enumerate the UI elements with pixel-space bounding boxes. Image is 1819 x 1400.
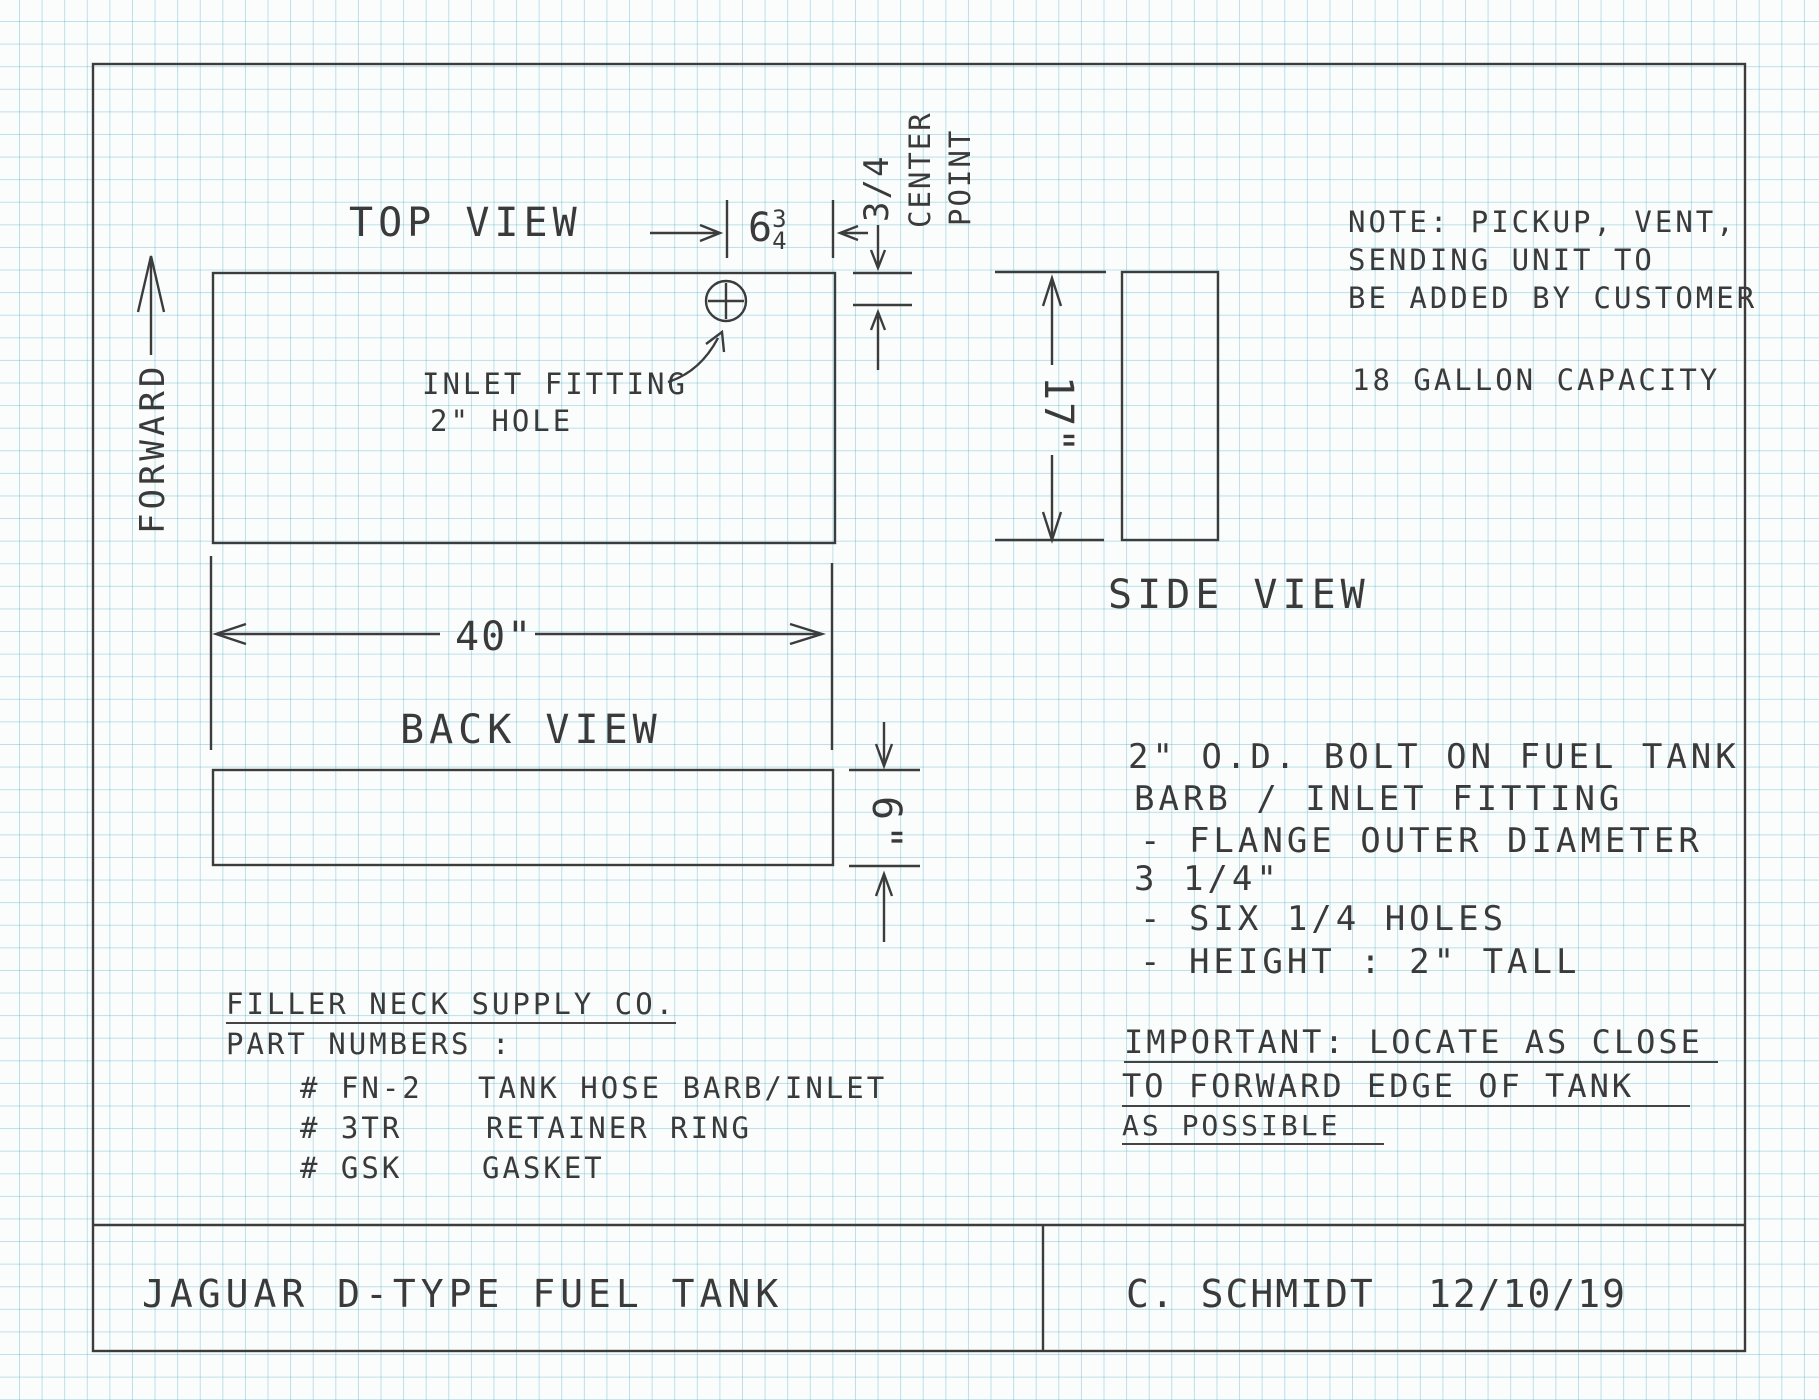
back-view-outline — [211, 768, 835, 867]
capacity-label: 18 GALLON CAPACITY — [1352, 363, 1721, 397]
part-desc-1: TANK HOSE BARB/INLET — [478, 1071, 888, 1105]
important-line3: AS POSSIBLE — [1122, 1112, 1384, 1145]
forward-label: FORWARD — [133, 362, 173, 534]
inlet-leader — [667, 337, 720, 384]
part-number-1: # FN-2 — [300, 1071, 423, 1105]
fitting-spec-line5: - SIX 1/4 HOLES — [1140, 899, 1508, 939]
forward-arrow-head — [136, 255, 166, 313]
side-offset-arrow-bottom-head — [869, 308, 887, 331]
side-offset-arrow-top-head — [869, 249, 887, 272]
side-offset-dimension: 3/4 — [857, 154, 897, 222]
hole-offset-frac-bot: 4 — [772, 227, 787, 255]
sheet-border — [91, 62, 1747, 1353]
fitting-spec-line3: - FLANGE OUTER DIAMETER — [1140, 821, 1703, 861]
length-dimension: 40" — [455, 614, 534, 660]
height-arrow-top-head — [874, 743, 894, 770]
drawing-date: 12/10/19 — [1428, 1272, 1628, 1316]
top-view-outline — [211, 271, 837, 545]
part-desc-3: GASKET — [482, 1151, 605, 1185]
center-point-label-1: CENTER — [903, 111, 937, 228]
side-view-outline — [1120, 270, 1220, 542]
fitting-spec-line2: BARB / INLET FITTING — [1134, 779, 1624, 819]
height-arrow-bottom-head — [874, 870, 894, 897]
note-line2: SENDING UNIT TO — [1348, 243, 1655, 277]
width-arrow-top-head — [1041, 274, 1063, 307]
length-arrow-right-head — [789, 622, 827, 646]
width-arrow-bottom-head — [1041, 511, 1063, 544]
inlet-label-line1: INLET FITTING — [422, 367, 688, 401]
inlet-label-line2: 2" HOLE — [430, 404, 574, 438]
offset-arrow-left-head — [699, 223, 724, 243]
offset-arrow-right-head — [836, 224, 859, 242]
part-desc-2: RETAINER RING — [486, 1111, 752, 1145]
width-dimension: 17" — [1035, 376, 1081, 455]
supplier-name: FILLER NECK SUPPLY CO. — [226, 990, 677, 1024]
part-numbers-header: PART NUMBERS : — [226, 1027, 513, 1061]
note-line1: NOTE: PICKUP, VENT, — [1348, 205, 1737, 239]
drawing-author: C. SCHMIDT — [1126, 1272, 1375, 1316]
fitting-spec-line1: 2" O.D. BOLT ON FUEL TANK — [1128, 737, 1740, 777]
back-view-label: BACK VIEW — [400, 707, 662, 753]
hole-offset-whole: 6 — [748, 205, 773, 251]
center-point-label-2: POINT — [943, 128, 977, 226]
inlet-leader-head — [705, 329, 726, 353]
inlet-hole-symbol — [704, 279, 748, 323]
part-number-2: # 3TR — [300, 1111, 403, 1145]
important-line2: TO FORWARD EDGE OF TANK — [1122, 1070, 1690, 1107]
hole-offset-frac-top: 3 — [772, 205, 787, 233]
side-view-label: SIDE VIEW — [1108, 572, 1370, 618]
top-view-label: TOP VIEW — [349, 200, 582, 246]
fitting-spec-line6: - HEIGHT : 2" TALL — [1140, 942, 1581, 982]
length-arrow-left-head — [212, 622, 247, 646]
note-line3: BE ADDED BY CUSTOMER — [1348, 281, 1758, 315]
part-number-3: # GSK — [300, 1151, 403, 1185]
drawing-title: JAGUAR D-TYPE FUEL TANK — [142, 1272, 784, 1316]
fitting-spec-line4: 3 1/4" — [1134, 859, 1281, 899]
important-line1: IMPORTANT: LOCATE AS CLOSE — [1124, 1026, 1718, 1063]
height-dimension: 6" — [863, 796, 909, 855]
